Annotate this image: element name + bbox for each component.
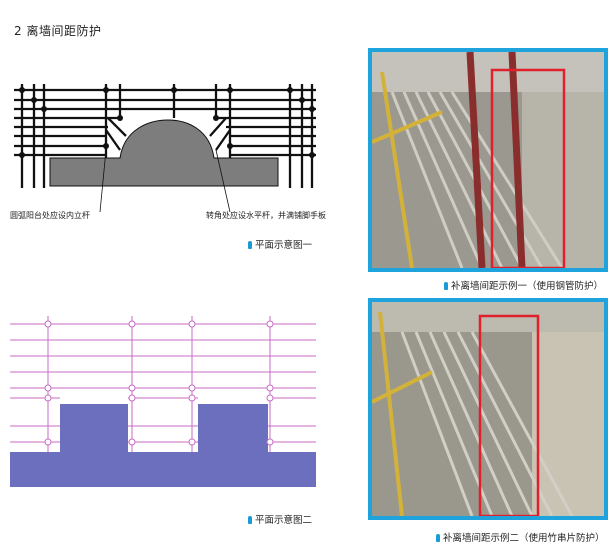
drop-icon — [444, 282, 448, 290]
scaffold-joint-nodes — [19, 87, 315, 158]
caption-plan-1: 平面示意图一 — [248, 237, 312, 251]
annotation-corner-tube: 转角处应设水平杆，并满铺脚手板 — [206, 211, 326, 220]
caption-photo-2: 补离墙间距示例二（使用竹串片防护） — [436, 530, 605, 544]
annotation-inner-pole: 圆弧阳台处应设内立杆 — [10, 211, 90, 220]
plan-diagram-2 — [10, 316, 316, 487]
plan-diagram-1 — [14, 84, 316, 213]
highlight-box — [478, 314, 540, 516]
caption-photo-1: 补离墙间距示例一（使用钢管防护） — [444, 278, 603, 292]
drop-icon — [248, 516, 252, 524]
building-slab-with-arc — [49, 119, 279, 187]
drop-icon — [248, 241, 252, 249]
leader-line-left — [99, 149, 107, 213]
section-title: 2 离墙间距防护 — [14, 24, 102, 38]
scaffold-grid-lines — [10, 316, 316, 452]
photo-example-1 — [368, 48, 608, 272]
photo-example-2 — [368, 298, 608, 520]
scaffold-pole-nodes — [44, 320, 274, 446]
building-slab-blue — [10, 404, 316, 487]
photo-scaffold-bamboo-plank — [372, 302, 604, 516]
leader-line-right — [215, 149, 231, 213]
caption-plan-2: 平面示意图二 — [248, 512, 312, 526]
highlight-box — [490, 68, 566, 268]
drop-icon — [436, 534, 440, 542]
photo-scaffold-steel-pipe — [372, 52, 604, 268]
